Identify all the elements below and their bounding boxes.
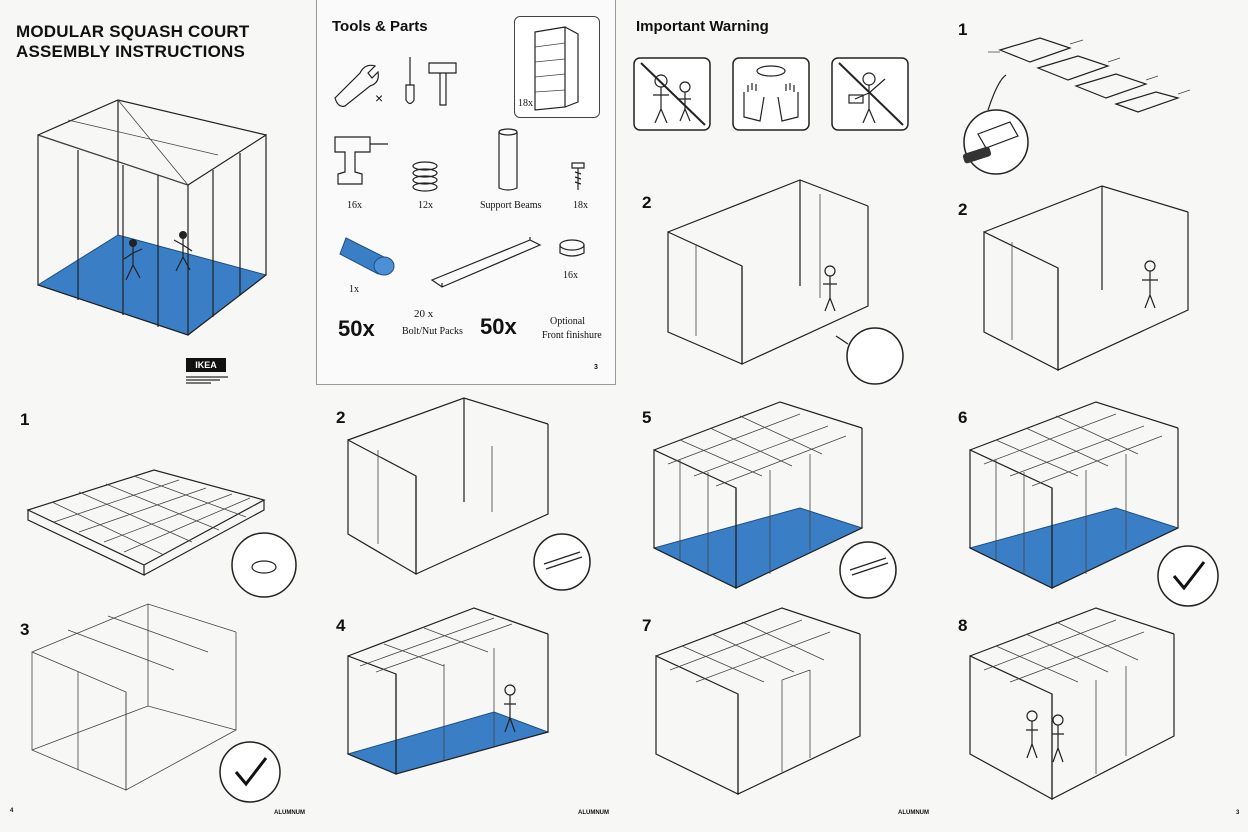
shelf-unit-icon	[534, 26, 579, 111]
screw-icon	[571, 162, 585, 190]
screw-count: 18x	[573, 200, 588, 211]
end-cap-icon	[559, 239, 585, 257]
optional-label-2: Front finishure	[542, 330, 602, 341]
shelf-unit-card	[514, 16, 600, 118]
checkmark-icon	[1157, 545, 1219, 607]
step-5-number: 5	[642, 408, 652, 427]
step-4-illustration	[346, 607, 550, 775]
optional-label-1: Optional	[550, 316, 585, 327]
drill-count: 16x	[347, 200, 362, 211]
wrench-icon	[334, 64, 379, 107]
step-8-illustration	[969, 607, 1175, 801]
footer-mark-2: ALUMNUM	[578, 810, 609, 816]
drill-icon	[334, 136, 388, 185]
no-single-person-lifting-icon	[831, 57, 909, 131]
tools-page-mark: 3	[594, 364, 598, 371]
hammer-icon	[428, 62, 457, 106]
title-line-1: MODULAR SQUASH COURT	[16, 22, 250, 41]
title-line-2: ASSEMBLY INSTRUCTIONS	[16, 42, 246, 61]
cap-count: 16x	[563, 270, 578, 281]
step-7-illustration	[655, 607, 861, 795]
step-1-base-grid-illustration	[26, 469, 297, 598]
hero-court-illustration	[36, 99, 268, 336]
times-mark: ×	[375, 90, 384, 106]
tools-heading: Tools & Parts	[332, 18, 428, 35]
step-1-panels-illustration	[962, 37, 1191, 175]
step-6-number: 6	[958, 408, 968, 427]
step-5-illustration	[652, 401, 897, 599]
roll-count: 1x	[349, 284, 359, 295]
step-4-number: 4	[336, 616, 346, 635]
screwdriver-icon	[405, 57, 415, 105]
step-8-number: 8	[958, 616, 968, 635]
step-2-mid-number: 2	[336, 408, 346, 427]
footer-mark-3: ALUMNUM	[898, 810, 929, 816]
step-1-mid-number: 1	[20, 410, 30, 429]
support-beam-label: Support Beams	[480, 200, 542, 211]
footer-page-right: 3	[1236, 810, 1240, 816]
step-2-top-a-number: 2	[642, 193, 652, 212]
rail-beam-icon	[430, 237, 542, 288]
washer-count: 12x	[418, 200, 433, 211]
shelf-count: 18x	[518, 98, 533, 109]
warning-heading: Important Warning	[636, 18, 769, 35]
optional-big-count: 50x	[480, 314, 517, 339]
pack-big-count: 50x	[338, 316, 375, 341]
brand-logo-subtext	[186, 375, 228, 385]
step-1-top-number: 1	[958, 20, 968, 39]
footer-mark-1: ALUMNUM	[274, 810, 305, 816]
flooring-roll-icon	[339, 237, 395, 276]
no-children-warning-icon	[633, 57, 711, 131]
step-3-frame-illustration	[31, 603, 281, 803]
checkmark-icon	[219, 741, 281, 803]
player-1-icon	[129, 239, 137, 247]
support-beam-icon	[498, 128, 518, 191]
page-title: MODULAR SQUASH COURT ASSEMBLY INSTRUCTIO…	[16, 22, 296, 62]
pack-prefix: 20 x	[414, 308, 434, 320]
washer-stack-icon	[412, 161, 438, 192]
step-6-illustration	[968, 401, 1219, 607]
step-2-mid-illustration	[347, 397, 591, 591]
step-2-top-b-number: 2	[958, 200, 968, 219]
brand-logo: IKEA	[186, 358, 226, 372]
pack-label: Bolt/Nut Packs	[402, 326, 463, 337]
step-2-top-a-illustration	[667, 179, 904, 385]
footer-page-left: 4	[10, 808, 14, 814]
step-7-number: 7	[642, 616, 652, 635]
player-2-icon	[179, 231, 187, 239]
step-3-number: 3	[20, 620, 30, 639]
step-2-top-b-illustration	[983, 185, 1189, 371]
gloves-goggles-icon	[732, 57, 810, 131]
